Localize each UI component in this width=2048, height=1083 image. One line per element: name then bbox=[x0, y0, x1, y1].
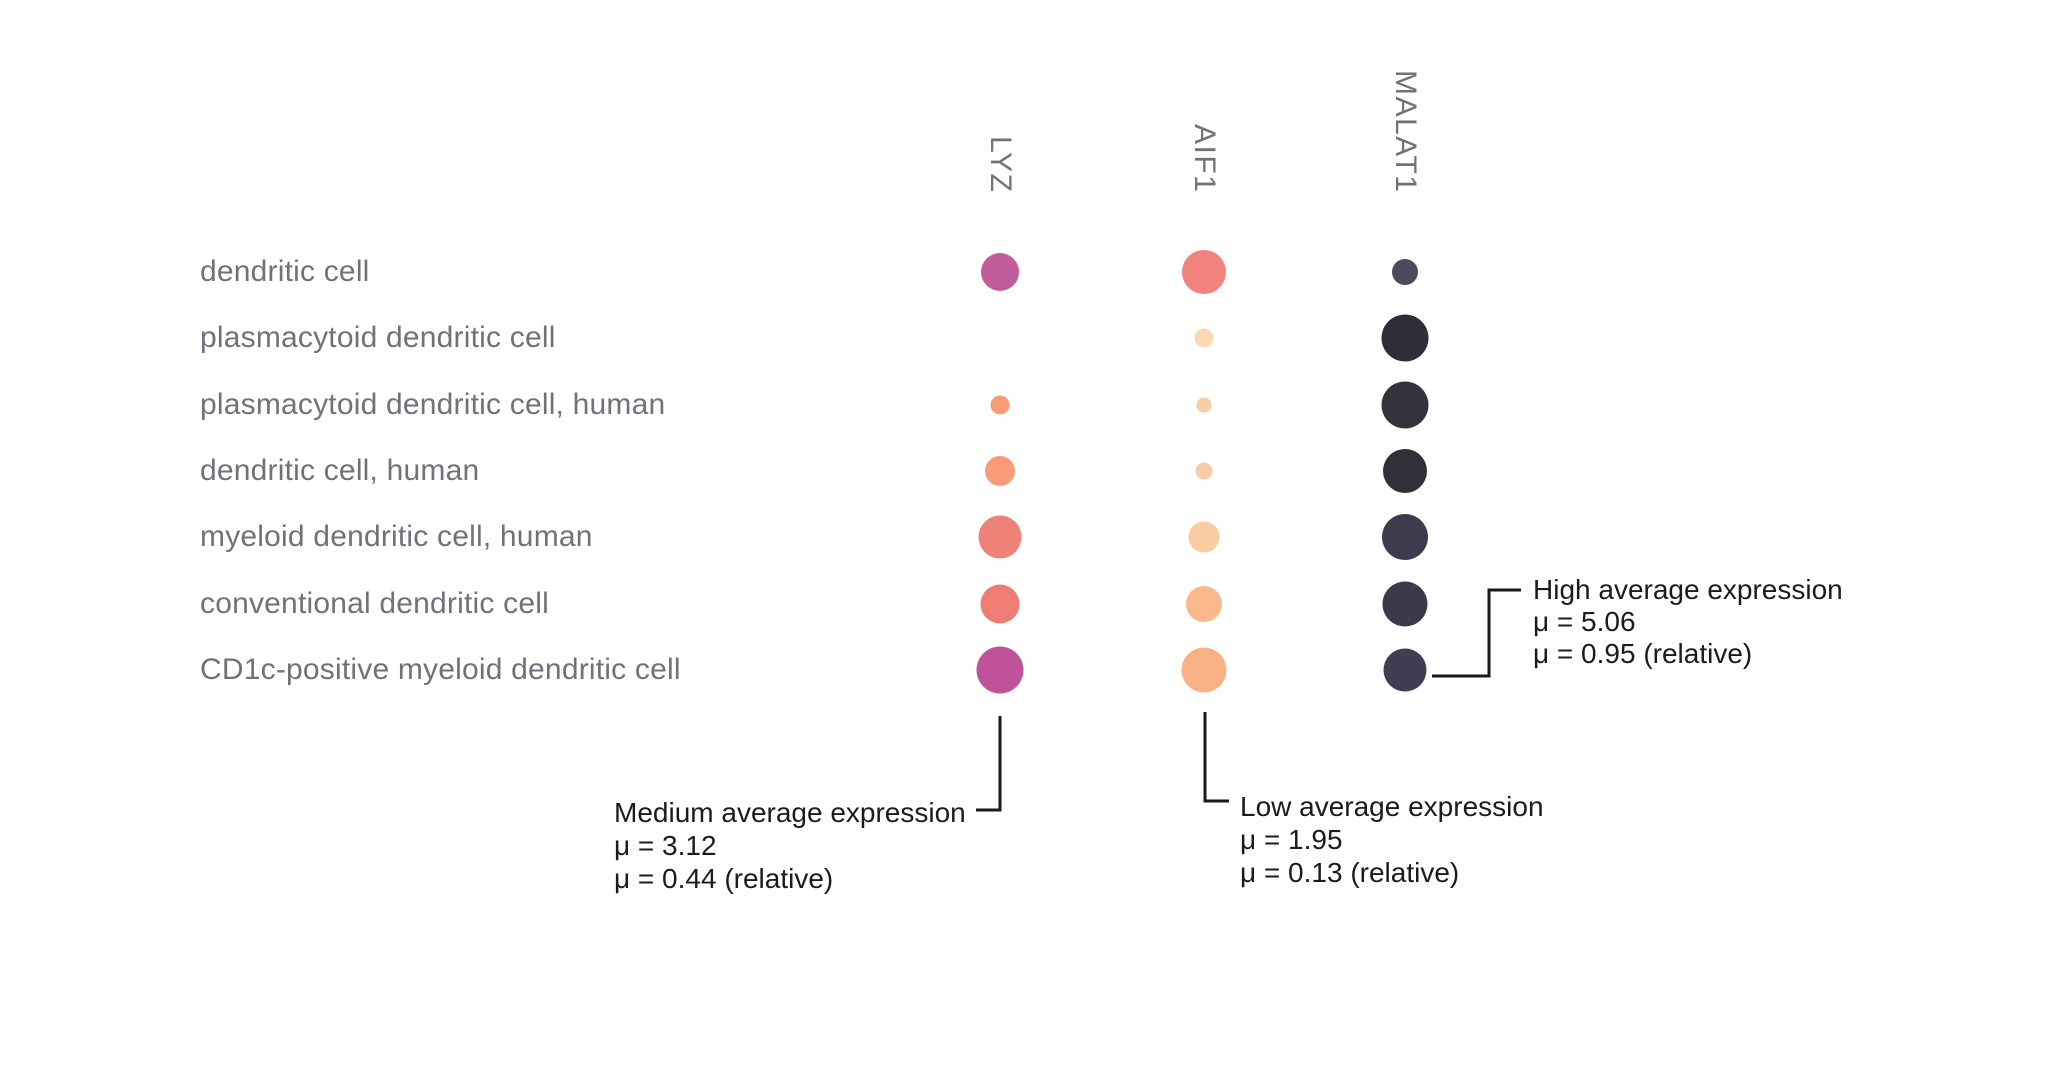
expression-dot-malat1-row5[interactable] bbox=[1382, 514, 1428, 560]
connector-low bbox=[1203, 712, 1229, 803]
expression-dot-aif1-row6[interactable] bbox=[1186, 586, 1222, 622]
expression-dot-aif1-row7[interactable] bbox=[1181, 647, 1227, 693]
expression-dot-lyz-row5[interactable] bbox=[978, 515, 1022, 559]
expression-dot-malat1-row6[interactable] bbox=[1382, 581, 1428, 627]
row-label-cell-type: conventional dendritic cell bbox=[200, 587, 549, 620]
gene-label-aif1: AIF1 bbox=[1188, 123, 1221, 193]
annotation-high-line-2: μ = 5.06 bbox=[1533, 606, 1636, 637]
expression-dot-aif1-row1[interactable] bbox=[1182, 250, 1226, 294]
annotation-medium-line-2: μ = 3.12 bbox=[614, 830, 717, 861]
annotation-medium-line-3: μ = 0.44 (relative) bbox=[614, 863, 834, 894]
expression-dot-lyz-row6[interactable] bbox=[980, 584, 1020, 624]
row-label-cell-type: CD1c-positive myeloid dendritic cell bbox=[200, 653, 681, 686]
annotation-low-line-3: μ = 0.13 (relative) bbox=[1240, 857, 1460, 888]
annotation-medium-line-1: Medium average expression bbox=[614, 797, 966, 828]
expression-dot-aif1-row5[interactable] bbox=[1188, 521, 1220, 553]
annotation-high-line-3: μ = 0.95 (relative) bbox=[1533, 638, 1753, 669]
expression-dot-aif1-row2[interactable] bbox=[1194, 328, 1214, 348]
expression-dot-aif1-row3[interactable] bbox=[1196, 397, 1212, 413]
annotation-low-line-1: Low average expression bbox=[1240, 791, 1544, 822]
row-label-cell-type: dendritic cell bbox=[200, 255, 370, 288]
annotation-low-line-2: μ = 1.95 bbox=[1240, 824, 1343, 855]
expression-dot-malat1-row7[interactable] bbox=[1383, 648, 1427, 692]
expression-dot-malat1-row2[interactable] bbox=[1381, 314, 1429, 362]
gene-label-lyz: LYZ bbox=[984, 135, 1017, 193]
expression-dot-lyz-row4[interactable] bbox=[985, 456, 1015, 486]
row-label-cell-type: plasmacytoid dendritic cell, human bbox=[200, 388, 666, 421]
expression-dot-malat1-row1[interactable] bbox=[1392, 259, 1418, 285]
row-label-cell-type: plasmacytoid dendritic cell bbox=[200, 321, 556, 354]
expression-dot-aif1-row4[interactable] bbox=[1195, 462, 1213, 480]
row-label-cell-type: myeloid dendritic cell, human bbox=[200, 520, 593, 553]
connector-medium bbox=[976, 716, 1002, 812]
expression-dot-malat1-row4[interactable] bbox=[1383, 449, 1427, 493]
gene-label-malat1: MALAT1 bbox=[1389, 69, 1422, 193]
expression-dot-malat1-row3[interactable] bbox=[1381, 381, 1429, 429]
expression-dot-lyz-row3[interactable] bbox=[990, 395, 1010, 415]
row-label-cell-type: dendritic cell, human bbox=[200, 454, 480, 487]
expression-dot-lyz-row7[interactable] bbox=[976, 646, 1024, 694]
connector-high bbox=[1432, 588, 1521, 678]
expression-dot-lyz-row1[interactable] bbox=[981, 253, 1019, 291]
annotation-high-line-1: High average expression bbox=[1533, 574, 1843, 605]
